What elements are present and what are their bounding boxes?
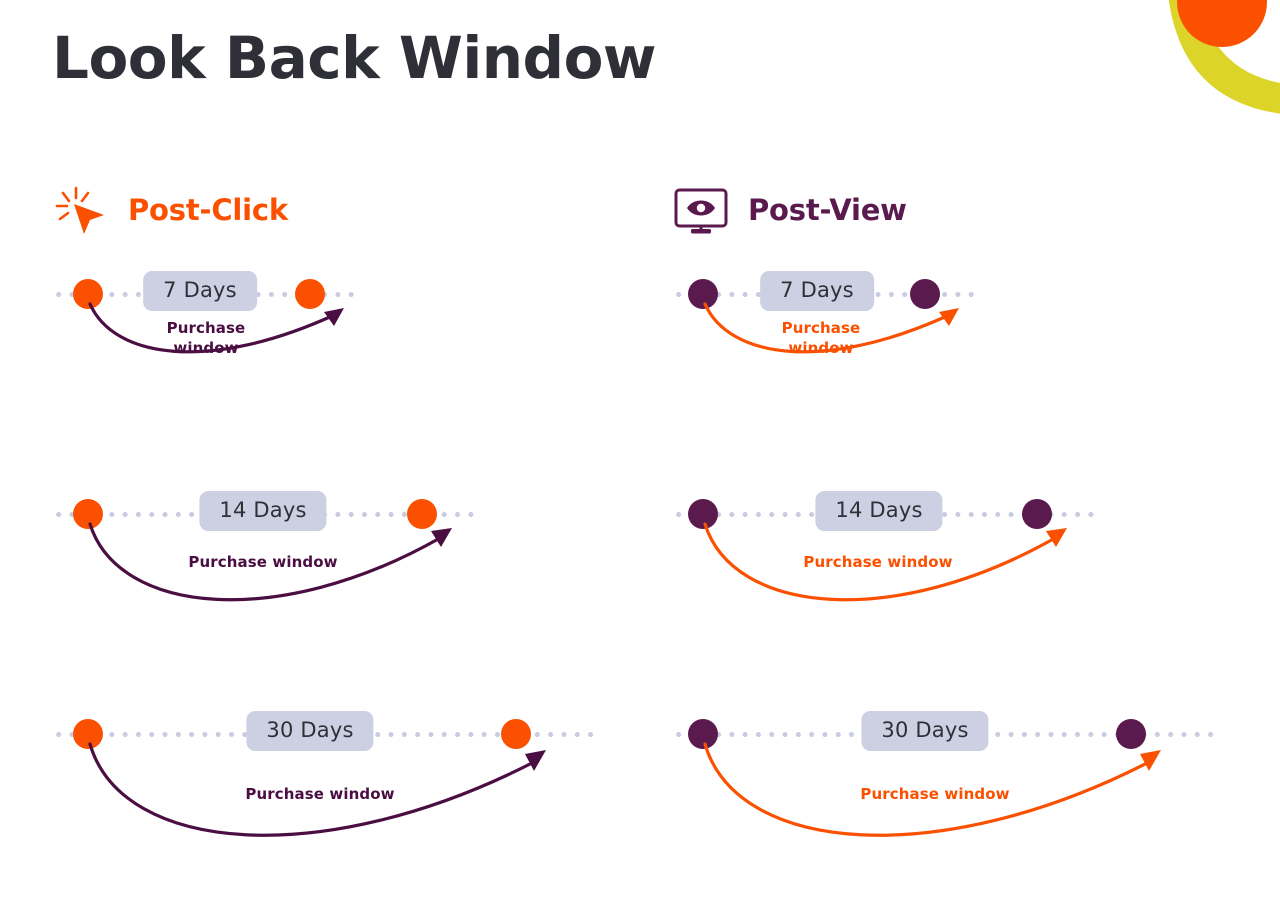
purchase-window-arrow-group: Purchase window — [88, 742, 554, 860]
timeline-end-marker — [295, 279, 325, 309]
purchase-window-arrow-group: Purchase window — [703, 522, 1075, 622]
purchase-window-arrow-group: Purchase window — [88, 522, 460, 622]
timeline-start-marker — [688, 279, 718, 309]
monitor-eye-icon — [674, 188, 728, 234]
timeline-30-days: 30 Days — [672, 708, 1280, 760]
timeline-14-days: 14 Days — [672, 488, 1280, 540]
timeline-end-marker — [1116, 719, 1146, 749]
purchase-window-arrow-group: Purchase window — [703, 302, 963, 368]
timeline-end-marker — [407, 499, 437, 529]
purchase-window-arrow-icon — [88, 522, 452, 602]
column-title-post-click: Post-Click — [128, 193, 288, 227]
timeline-row-7-days: 7 Days Purchase window — [52, 268, 672, 488]
purchase-window-label: Purchase window — [781, 319, 861, 358]
timeline-start-marker — [688, 499, 718, 529]
timeline-7-days: 7 Days — [52, 268, 672, 320]
timeline-rows-post-click: 7 Days Purchase window 14 Days — [52, 268, 672, 912]
column-title-post-view: Post-View — [748, 193, 907, 227]
timeline-start-marker — [73, 279, 103, 309]
purchase-window-label: Purchase window — [803, 553, 953, 571]
purchase-window-label: Purchase window — [245, 785, 395, 803]
timeline-row-30-days: 30 Days Purchase window — [672, 708, 1280, 912]
purchase-window-label: Purchase window — [860, 785, 1010, 803]
purchase-window-arrow-icon — [703, 302, 959, 354]
purchase-window-arrow-icon — [703, 742, 1161, 837]
purchase-window-label: Purchase window — [188, 553, 338, 571]
timeline-14-days: 14 Days — [52, 488, 672, 540]
column-header-post-click: Post-Click — [52, 180, 672, 240]
yellow-arc — [1168, 0, 1280, 114]
timeline-start-marker — [73, 719, 103, 749]
duration-pill: 7 Days — [760, 271, 874, 311]
duration-pill: 14 Days — [815, 491, 943, 531]
column-header-post-view: Post-View — [672, 180, 1280, 240]
timeline-start-marker — [73, 499, 103, 529]
timeline-end-marker — [501, 719, 531, 749]
column-post-view: Post-View 7 Days Purchase window — [672, 180, 1280, 912]
orange-circle — [1177, 0, 1267, 47]
timeline-30-days: 30 Days — [52, 708, 672, 760]
purchase-window-label: Purchase window — [166, 319, 246, 358]
purchase-window-arrow-group: Purchase window — [703, 742, 1169, 860]
duration-pill: 30 Days — [861, 711, 989, 751]
timeline-row-14-days: 14 Days Purchase window — [672, 488, 1280, 708]
purchase-window-arrow-icon — [703, 522, 1067, 602]
decorative-corner-graphic — [1168, 0, 1280, 114]
timeline-7-days: 7 Days — [672, 268, 1280, 320]
duration-pill: 7 Days — [143, 271, 257, 311]
timeline-end-marker — [910, 279, 940, 309]
purchase-window-arrow-icon — [88, 302, 344, 354]
column-post-click: Post-Click 7 Days Purchase window — [52, 180, 672, 912]
duration-pill: 14 Days — [199, 491, 327, 531]
timeline-row-30-days: 30 Days Purchase window — [52, 708, 672, 912]
timeline-row-14-days: 14 Days Purchase window — [52, 488, 672, 708]
timeline-start-marker — [688, 719, 718, 749]
purchase-window-arrow-group: Purchase window — [88, 302, 348, 368]
timeline-rows-post-view: 7 Days Purchase window 14 Days — [672, 268, 1280, 912]
page-title: Look Back Window — [52, 24, 657, 92]
timeline-end-marker — [1022, 499, 1052, 529]
click-cursor-icon — [55, 186, 104, 234]
duration-pill: 30 Days — [246, 711, 374, 751]
timeline-row-7-days: 7 Days Purchase window — [672, 268, 1280, 488]
purchase-window-arrow-icon — [88, 742, 546, 837]
